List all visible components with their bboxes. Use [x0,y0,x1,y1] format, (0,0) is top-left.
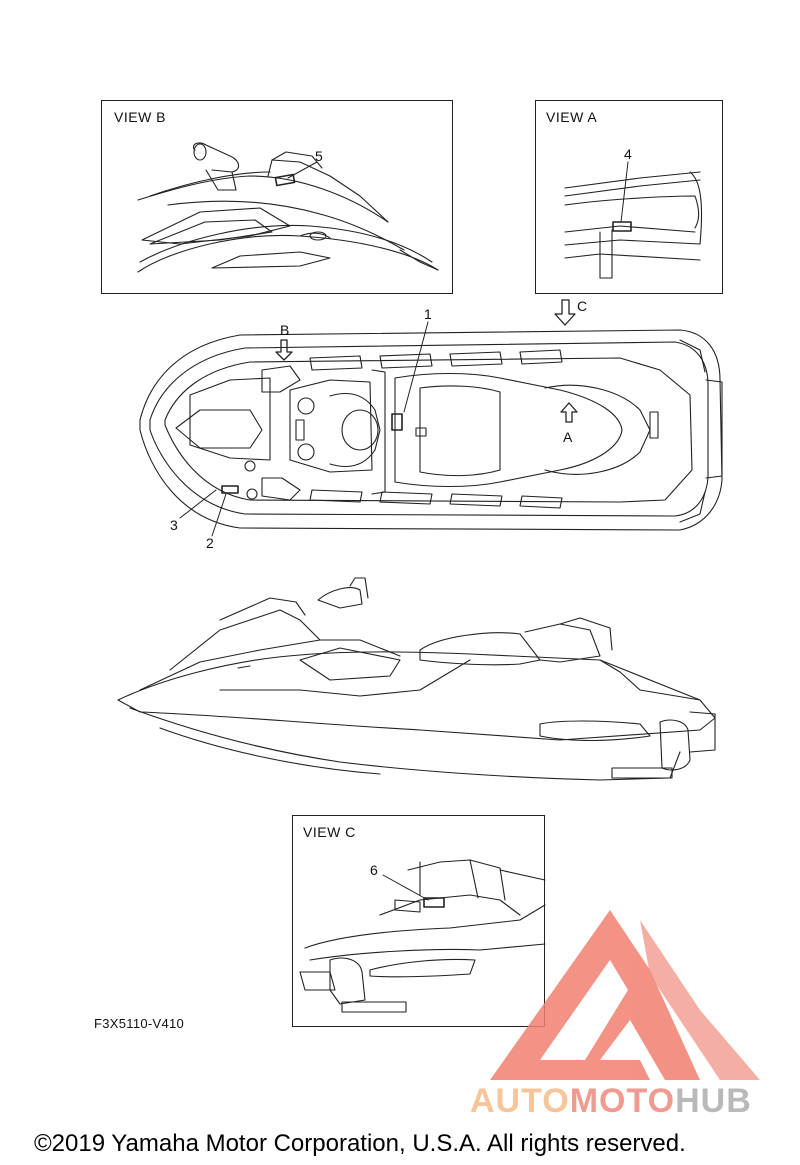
callout-4: 4 [624,146,632,162]
view-a-drawing [564,171,703,279]
direction-arrows [275,299,578,423]
watermark-logo [490,910,760,1080]
view-c-drawing [299,859,546,1013]
arrow-label-a: A [563,429,573,445]
watermark-auto: AUTO [470,1082,570,1120]
arrow-label-c: C [577,298,588,314]
view-b-drawing [137,142,439,273]
part-code: F3X5110-V410 [94,1016,185,1031]
side-view-drawing [117,577,716,781]
copyright-notice: ©2019 Yamaha Motor Corporation, U.S.A. A… [34,1130,686,1157]
top-view-drawing [139,329,723,531]
leader-lines [179,161,629,901]
watermark-hub: HUB [675,1082,752,1120]
view-c-label: VIEW C [303,824,356,840]
view-b-frame: VIEW B [101,100,453,294]
callout-1: 1 [424,306,432,322]
callout-6: 6 [370,862,378,878]
view-a-label: VIEW A [546,109,598,125]
view-a-frame: VIEW A [535,100,723,294]
watermark-text: AUTOMOTOHUB [470,1082,752,1121]
callout-5: 5 [315,148,323,164]
watermark-moto: MOTO [569,1082,676,1120]
callout-2: 2 [206,535,214,551]
view-b-label: VIEW B [114,109,167,125]
view-c-frame: VIEW C [292,815,545,1027]
callout-3: 3 [170,517,178,533]
arrow-label-b: B [280,322,290,338]
